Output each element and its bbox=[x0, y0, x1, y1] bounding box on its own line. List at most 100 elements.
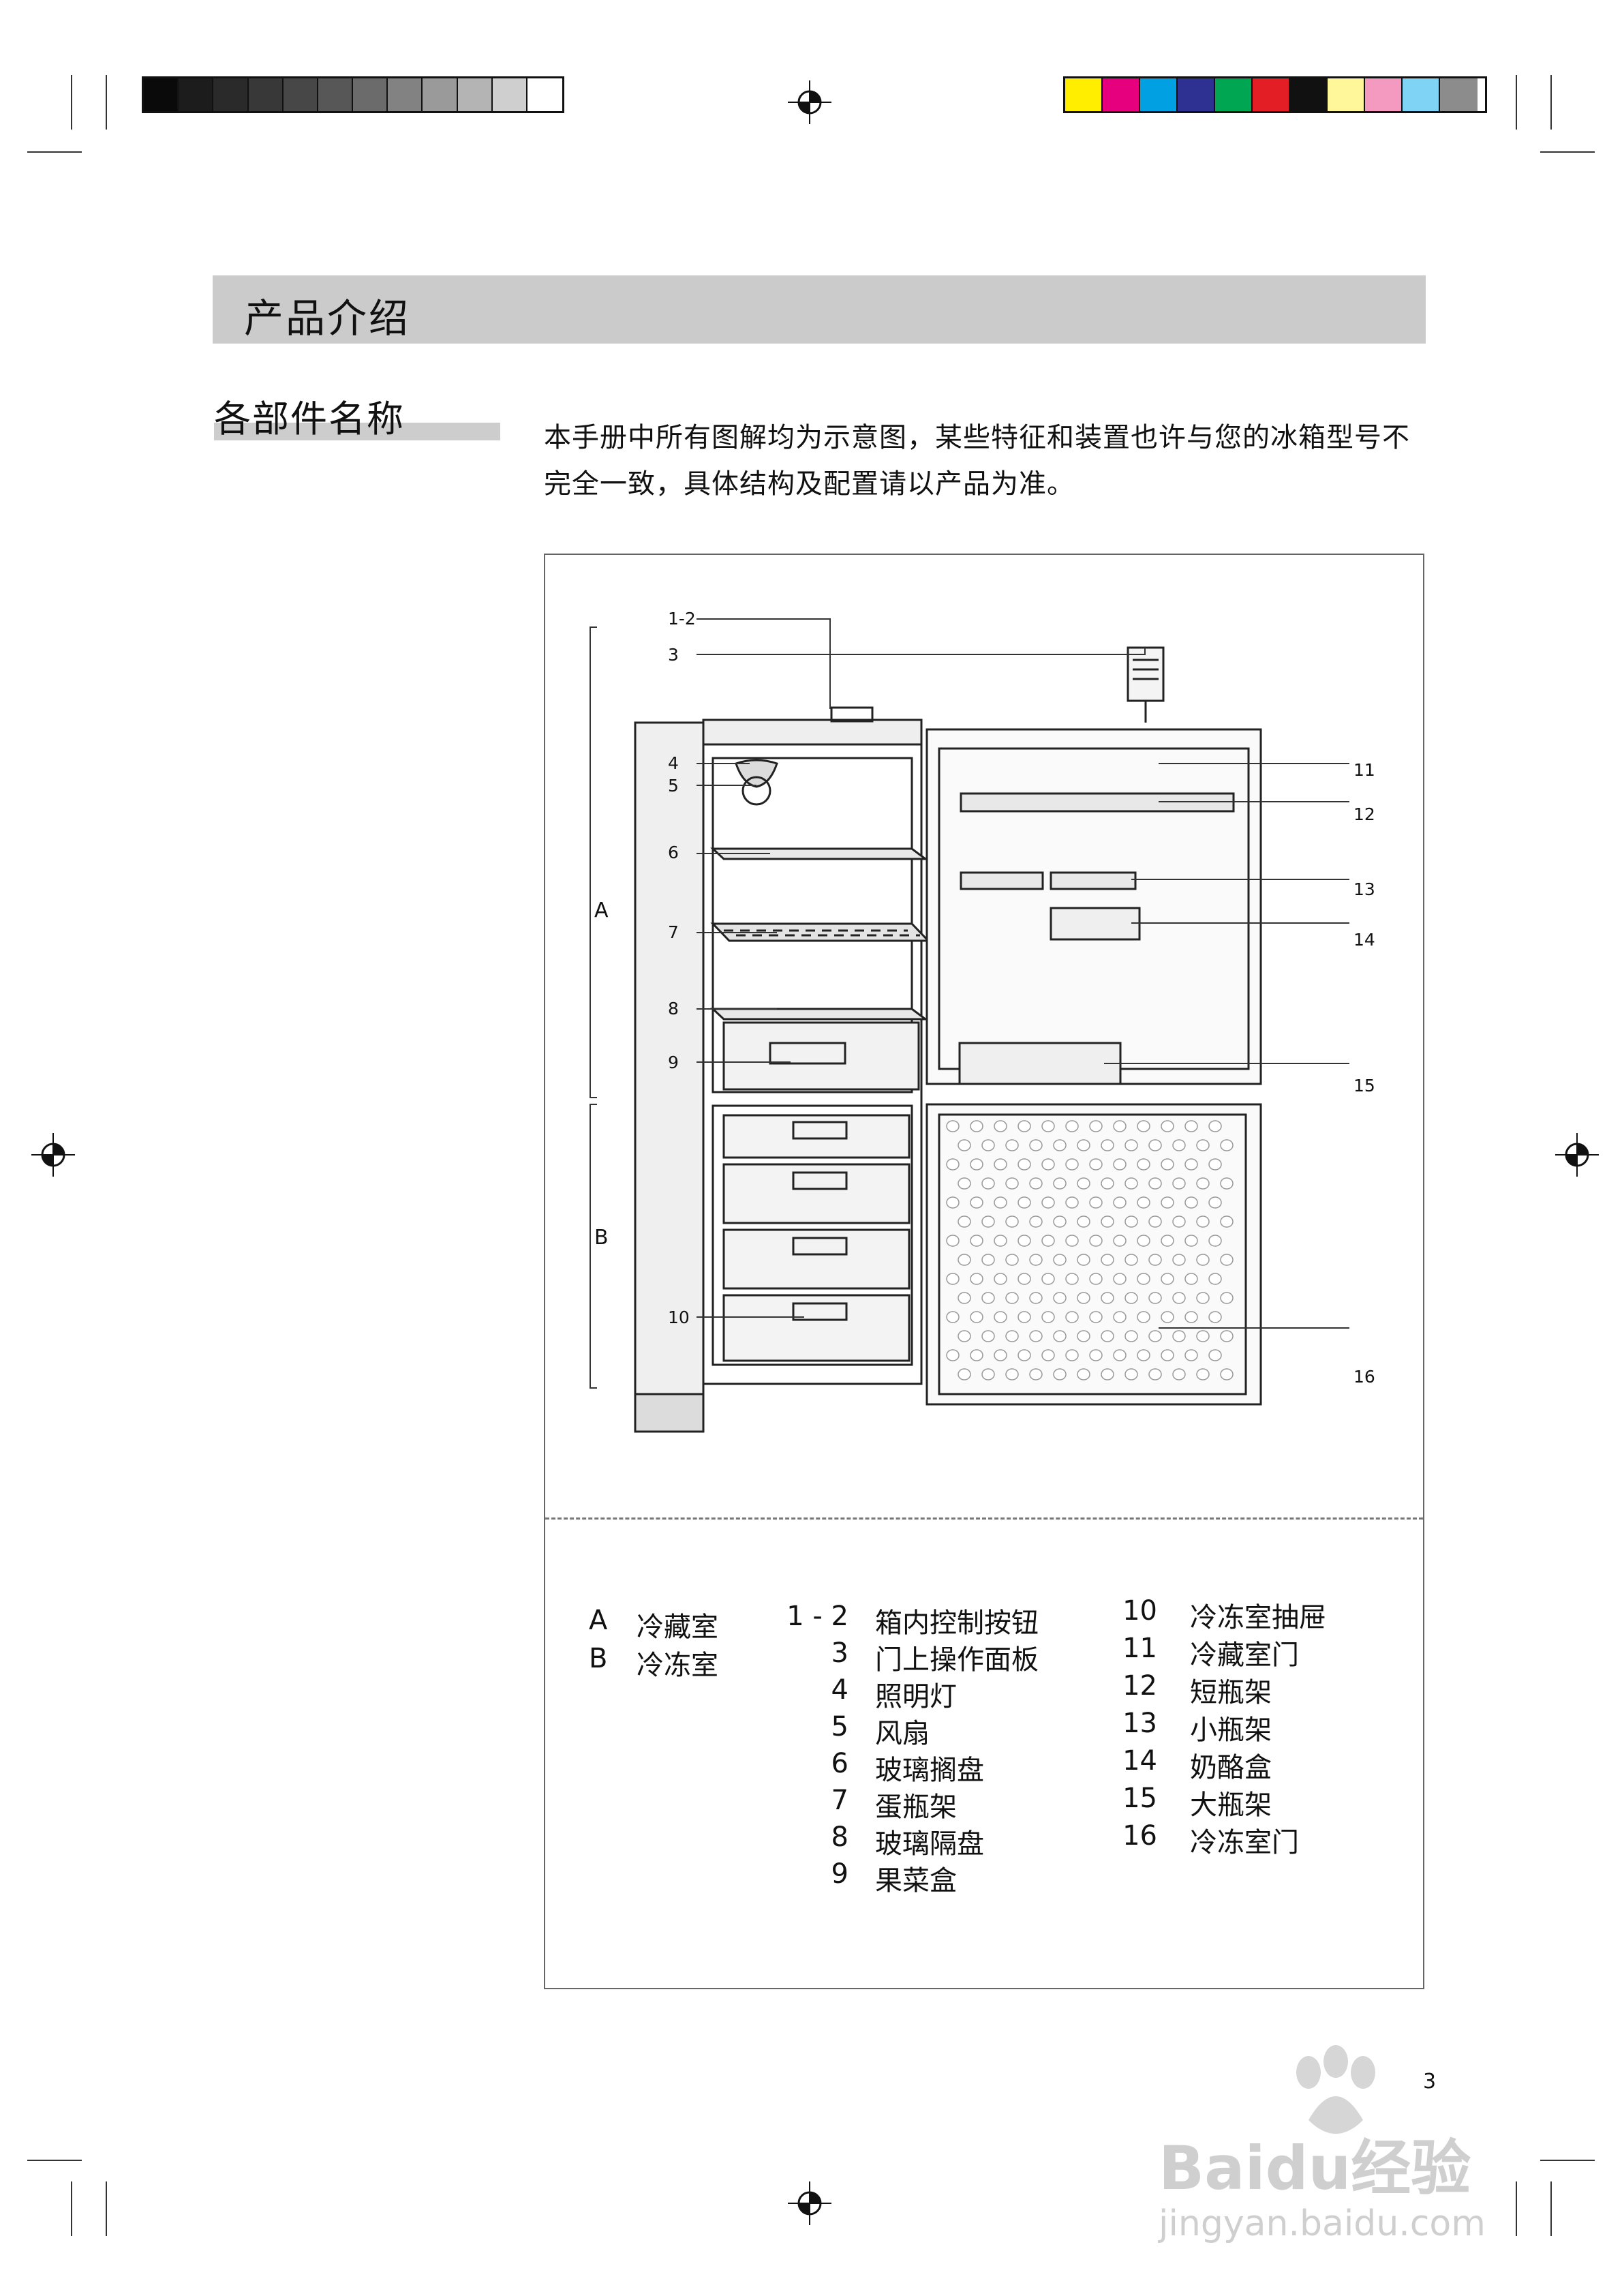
zone-label-b: B bbox=[594, 1226, 609, 1250]
color-swatch bbox=[423, 78, 457, 111]
color-swatch bbox=[1440, 78, 1478, 111]
crop-mark bbox=[1550, 2181, 1552, 2236]
crop-mark bbox=[1540, 2160, 1595, 2161]
legend-item-name: 冷藏室门 bbox=[1190, 1633, 1299, 1672]
color-swatch bbox=[179, 78, 213, 111]
color-swatch bbox=[284, 78, 318, 111]
callout-number: 9 bbox=[668, 1053, 679, 1072]
callout-number: 4 bbox=[668, 753, 679, 773]
legend-item-name: 冷冻室抽屉 bbox=[1190, 1595, 1326, 1635]
callout-number: 6 bbox=[668, 843, 679, 862]
crop-mark bbox=[1550, 75, 1552, 130]
color-swatch bbox=[353, 78, 388, 111]
watermark-url: jingyan.baidu.com bbox=[1159, 2203, 1486, 2244]
color-swatch bbox=[1065, 78, 1103, 111]
callout-number: 12 bbox=[1353, 804, 1375, 824]
color-swatch bbox=[1178, 78, 1215, 111]
legend-item-number: 8 bbox=[784, 1822, 848, 1853]
callout-number: 10 bbox=[668, 1308, 690, 1327]
callout-number: 7 bbox=[668, 922, 679, 942]
legend-item-number: 6 bbox=[784, 1748, 848, 1779]
registration-target-icon bbox=[788, 2181, 831, 2225]
color-swatch bbox=[1140, 78, 1178, 111]
legend-item-number: 15 bbox=[1104, 1783, 1157, 1814]
color-swatch bbox=[493, 78, 527, 111]
color-swatch bbox=[1253, 78, 1290, 111]
registration-target-icon bbox=[788, 80, 831, 124]
legend-item-name: 箱内控制按钮 bbox=[875, 1601, 1039, 1640]
dashed-divider bbox=[545, 1517, 1423, 1520]
legend-zone-letter: B bbox=[589, 1643, 607, 1674]
callout-number: 14 bbox=[1353, 930, 1375, 950]
legend-item-name: 玻璃隔盘 bbox=[875, 1822, 984, 1861]
zone-label-a: A bbox=[594, 898, 609, 922]
legend-item-number: 10 bbox=[1104, 1595, 1157, 1627]
legend-item-number: 3 bbox=[784, 1637, 848, 1669]
callout-number: 3 bbox=[668, 645, 679, 665]
legend-item-number: 4 bbox=[784, 1674, 848, 1706]
legend-item-name: 风扇 bbox=[875, 1711, 930, 1751]
callout-number: 8 bbox=[668, 999, 679, 1018]
callout-number: 1-2 bbox=[668, 609, 696, 629]
color-swatch bbox=[1403, 78, 1440, 111]
legend-item-number: 14 bbox=[1104, 1745, 1157, 1777]
legend-item-number: 5 bbox=[784, 1711, 848, 1742]
color-swatch bbox=[318, 78, 353, 111]
page-title: 产品介绍 bbox=[244, 286, 410, 344]
legend-item-name: 奶酪盒 bbox=[1190, 1745, 1272, 1785]
legend-item-number: 13 bbox=[1104, 1708, 1157, 1739]
crop-mark bbox=[1540, 151, 1595, 153]
legend-item-name: 大瓶架 bbox=[1190, 1783, 1272, 1822]
color-swatch bbox=[1103, 78, 1140, 111]
legend-item-number: 16 bbox=[1104, 1820, 1157, 1852]
color-swatch bbox=[1215, 78, 1253, 111]
callout-number: 11 bbox=[1353, 760, 1375, 780]
page-number: 3 bbox=[1423, 2070, 1436, 2094]
legend-zone-name: 冷冻室 bbox=[637, 1643, 718, 1682]
color-calibration-strip bbox=[1063, 76, 1487, 113]
crop-mark bbox=[1516, 75, 1517, 130]
legend-item-number: 11 bbox=[1104, 1633, 1157, 1664]
color-swatch bbox=[144, 78, 179, 111]
legend-item-number: 7 bbox=[784, 1785, 848, 1816]
crop-mark bbox=[71, 75, 72, 130]
callout-number: 5 bbox=[668, 776, 679, 796]
color-swatch bbox=[458, 78, 493, 111]
watermark-brand: Baidu经验 bbox=[1159, 2120, 1471, 2207]
legend-item-name: 小瓶架 bbox=[1190, 1708, 1272, 1747]
legend-item-name: 冷冻室门 bbox=[1190, 1820, 1299, 1860]
color-swatch bbox=[1328, 78, 1365, 111]
legend-item-name: 玻璃搁盘 bbox=[875, 1748, 984, 1787]
color-swatch bbox=[213, 78, 248, 111]
legend-item-name: 蛋瓶架 bbox=[875, 1785, 957, 1824]
callout-number: 15 bbox=[1353, 1076, 1375, 1096]
subheading: 各部件名称 bbox=[214, 389, 405, 442]
intro-paragraph: 本手册中所有图解均为示意图，某些特征和装置也许与您的冰箱型号不完全一致，具体结构… bbox=[544, 414, 1430, 507]
legend-item-number: 9 bbox=[784, 1858, 848, 1890]
callout-number: 13 bbox=[1353, 879, 1375, 899]
color-swatch bbox=[1290, 78, 1328, 111]
legend-zone-letter: A bbox=[589, 1605, 607, 1636]
color-swatch bbox=[527, 78, 562, 111]
legend-item-name: 照明灯 bbox=[875, 1674, 957, 1714]
section-title-band: 产品介绍 bbox=[213, 275, 1426, 344]
color-swatch bbox=[1365, 78, 1403, 111]
legend-item-number: 12 bbox=[1104, 1670, 1157, 1702]
legend-item-name: 果菜盒 bbox=[875, 1858, 957, 1898]
crop-mark bbox=[27, 151, 82, 153]
crop-mark bbox=[106, 75, 107, 130]
crop-mark bbox=[1516, 2181, 1517, 2236]
color-swatch bbox=[388, 78, 423, 111]
legend-item-name: 短瓶架 bbox=[1190, 1670, 1272, 1710]
legend-zone-name: 冷藏室 bbox=[637, 1605, 718, 1644]
legend-item-number: 1 - 2 bbox=[784, 1601, 848, 1632]
legend-item-name: 门上操作面板 bbox=[875, 1637, 1039, 1677]
registration-target-icon bbox=[31, 1133, 75, 1177]
registration-target-icon bbox=[1555, 1133, 1599, 1177]
grayscale-calibration-strip bbox=[142, 76, 564, 113]
crop-mark bbox=[106, 2181, 107, 2236]
color-swatch bbox=[249, 78, 284, 111]
crop-mark bbox=[71, 2181, 72, 2236]
crop-mark bbox=[27, 2160, 82, 2161]
refrigerator-illustration bbox=[545, 559, 1423, 1513]
